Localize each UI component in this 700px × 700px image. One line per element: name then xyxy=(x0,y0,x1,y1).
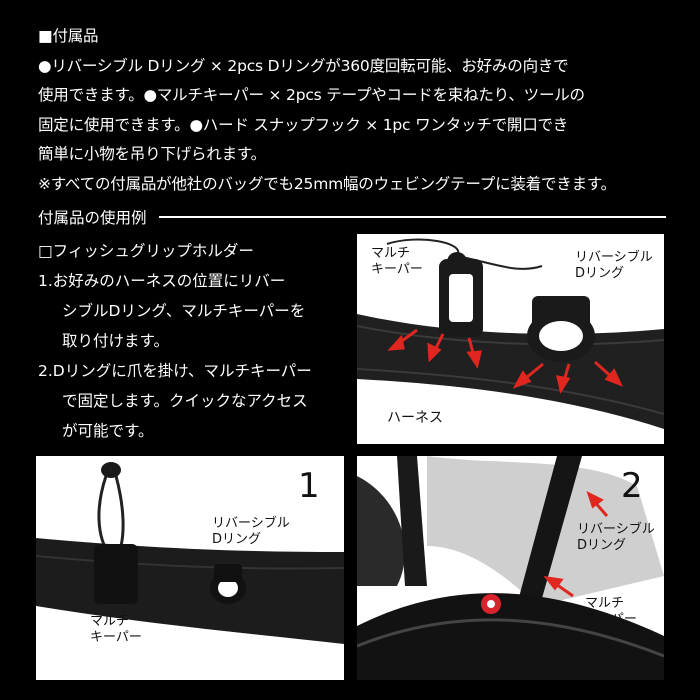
intro-line: ●リバーシブル Dリング × 2pcs Dリングが360度回転可能、お好みの向き… xyxy=(38,56,569,75)
step-one-illustration xyxy=(36,456,344,680)
usage-step-line: シブルDリング、マルチキーパーを xyxy=(62,302,306,320)
multi-keeper-label: マルチ キーパー xyxy=(371,246,423,277)
reversible-dring-label: リバーシブル Dリング xyxy=(212,516,290,547)
usage-subtitle: □フィッシュグリップホルダー xyxy=(38,242,254,260)
step-number: 2 xyxy=(621,466,643,506)
usage-step-line: が可能です。 xyxy=(62,422,154,440)
accessories-description: ■付属品 ●リバーシブル Dリング × 2pcs Dリングが360度回転可能、お… xyxy=(38,22,678,199)
usage-step-line: 2.Dリングに爪を掛け、マルチキーパー xyxy=(38,362,312,380)
accessories-heading: ■付属品 xyxy=(38,27,99,45)
usage-step-line: で固定します。クイックなアクセス xyxy=(62,392,308,410)
usage-section-header: 付属品の使用例 xyxy=(38,206,666,228)
step-number: 1 xyxy=(298,466,320,506)
multi-keeper-label: マルチ キーパー xyxy=(90,614,142,645)
usage-section-title: 付属品の使用例 xyxy=(38,209,147,227)
intro-line: 簡単に小物を吊り下げられます。 xyxy=(38,145,266,163)
intro-note: ※すべての付属品が他社のバッグでも25mm幅のウェビングテープに装着できます。 xyxy=(38,174,616,193)
step-two-illustration xyxy=(357,456,664,680)
step-one-photo: 1 リバーシブル Dリング マルチ キーパー xyxy=(36,456,344,680)
intro-line: 固定に使用できます。●ハード スナップフック × 1pc ワンタッチで開口でき xyxy=(38,115,569,134)
usage-instructions: □フィッシュグリップホルダー 1.お好みのハーネスの位置にリバー シブルDリング… xyxy=(38,236,358,446)
harness-illustration xyxy=(357,234,664,444)
harness-label: ハーネス xyxy=(387,410,443,426)
harness-photo: マルチ キーパー リバーシブル Dリング ハーネス xyxy=(357,234,664,444)
intro-line: 使用できます。●マルチキーパー × 2pcs テープやコードを束ねたり、ツールの xyxy=(38,86,585,104)
section-divider xyxy=(158,216,666,218)
step-two-photo: 2 リバーシブル Dリング マルチ キーパー xyxy=(357,456,664,680)
multi-keeper-label: マルチ キーパー xyxy=(585,596,637,627)
usage-step-line: 取り付けます。 xyxy=(62,332,169,350)
reversible-dring-label: リバーシブル Dリング xyxy=(575,250,653,281)
reversible-dring-label: リバーシブル Dリング xyxy=(577,522,655,553)
usage-step-line: 1.お好みのハーネスの位置にリバー xyxy=(38,272,286,290)
